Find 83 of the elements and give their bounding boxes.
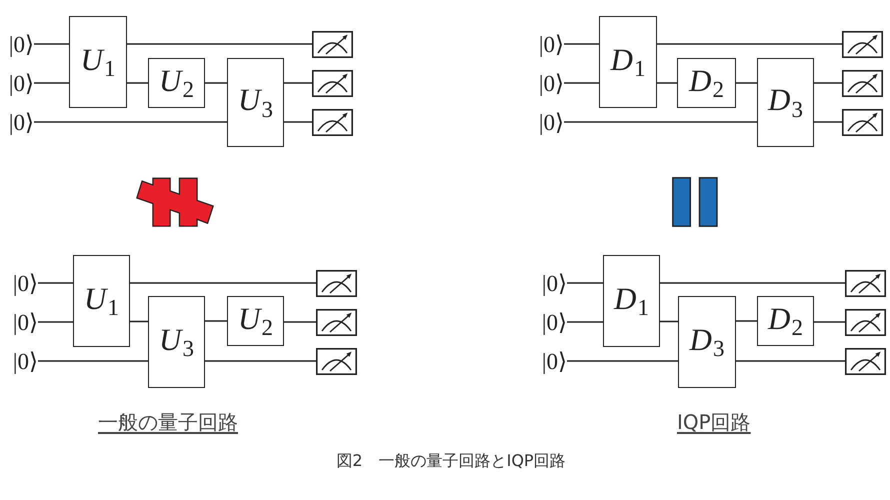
gate-label: U$_{1}$ [84,282,119,320]
wire [814,121,842,123]
wire [284,321,316,323]
wire [736,82,757,84]
wire [567,360,678,362]
gate-box [148,58,205,108]
wire [736,360,845,362]
wire [38,360,148,362]
measurement-icon [316,348,357,374]
wire [38,321,73,323]
wire [127,43,312,45]
wire [660,320,678,322]
state-label: |0⟩ [12,310,38,334]
measurement-icon [842,30,883,58]
gate-box [73,255,130,347]
gate-box [757,58,814,147]
measurement-icon [312,30,353,58]
measurement-icon [845,348,886,374]
gate-box [227,58,284,147]
wire [284,121,312,123]
wire [127,82,148,84]
measurement-icon [845,308,886,336]
wire [130,282,316,284]
wire [34,121,227,123]
state-label: |0⟩ [538,110,564,134]
gate-label: U$_{3}$ [238,84,273,121]
state-label: |0⟩ [8,32,34,56]
wire [205,320,227,322]
state-label: |0⟩ [542,350,567,372]
wire [34,82,69,84]
gate-label: D$_{2}$ [768,302,803,340]
state-label: |0⟩ [538,32,564,56]
wire [814,82,842,84]
gate-label: D$_{3}$ [690,324,724,360]
gate-label: U$_{2}$ [159,64,194,102]
wire [660,282,845,284]
measurement-icon [312,108,353,136]
figure-caption: 図2 一般の量子回路とIQP回路 [336,452,566,470]
wire [657,43,842,45]
gate-label: U$_{2}$ [238,302,273,340]
state-label: |0⟩ [12,272,38,294]
wire [564,82,599,84]
state-label: |0⟩ [542,310,567,334]
wire [657,82,677,84]
state-label: |0⟩ [542,272,567,294]
wire [205,360,316,362]
gate-box [678,296,736,388]
gate-box [227,296,284,346]
gate-box [148,296,205,388]
gate-label: D$_{2}$ [689,64,724,102]
gate-label: U$_{1}$ [80,44,116,80]
wire [130,320,148,322]
measurement-icon [316,308,357,336]
measurement-icon [842,108,883,136]
measurement-icon [845,270,886,296]
wire [814,321,845,323]
gate-box [603,255,660,347]
gate-label: D$_{3}$ [768,84,803,121]
wire [567,282,603,284]
wire [564,43,599,45]
wire [284,82,312,84]
measurement-icon [312,70,353,96]
gate-label: D$_{1}$ [610,44,646,80]
section-label: 一般の量子回路 [98,411,238,433]
state-label: |0⟩ [8,110,34,134]
state-label: |0⟩ [8,72,34,94]
section-label: IQP回路 [677,411,751,433]
wire [205,82,227,84]
gate-label: D$_{1}$ [614,282,649,320]
wire [34,43,69,45]
state-label: |0⟩ [12,350,38,372]
measurement-icon [316,270,357,296]
wire [567,321,603,323]
gate-box [69,16,127,108]
wire [736,320,757,322]
gate-box [677,58,736,108]
wire [564,121,757,123]
gate-box [757,296,814,346]
measurement-icon [842,70,883,96]
gate-box [599,16,657,108]
state-label: |0⟩ [538,72,564,94]
gate-label: U$_{3}$ [159,324,194,360]
wire [38,282,73,284]
